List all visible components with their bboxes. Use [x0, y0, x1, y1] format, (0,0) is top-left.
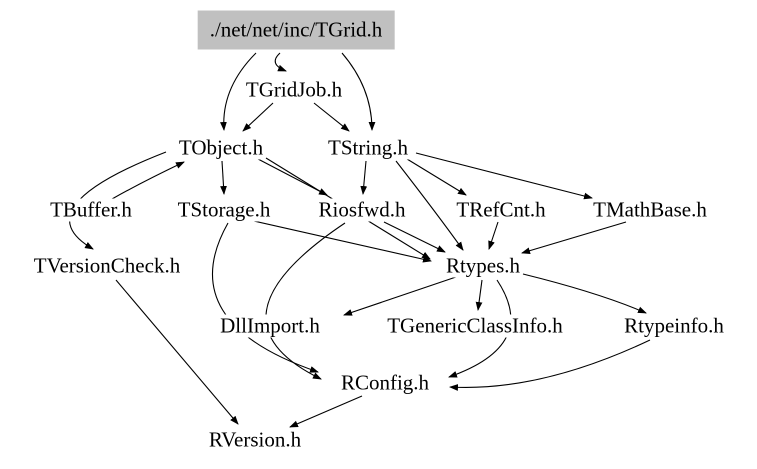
- edge-TString-Rtypes: [395, 160, 464, 251]
- edge-TVersionCheck-RVersion: [115, 279, 239, 425]
- edge-TString-Riosfwd: [360, 160, 368, 195]
- edge-Rtypeinfo-RConfig: [449, 339, 651, 391]
- edge-TMathBase-Rtypes: [521, 221, 627, 254]
- edge-TStorage-Rtypes: [253, 220, 432, 263]
- edge-Rtypes-Rtypeinfo: [522, 273, 647, 314]
- node-Rtypes[interactable]: Rtypes.h: [443, 253, 523, 278]
- edge-TGridJob-TString: [313, 102, 350, 132]
- node-DllImport[interactable]: DllImport.h: [218, 313, 322, 338]
- edge-TString-TRefCnt: [406, 158, 467, 196]
- edge-RConfig-RVersion: [289, 395, 363, 428]
- edge-TObject-TStorage: [220, 160, 227, 195]
- edge-TStorage-RConfig: [212, 222, 319, 373]
- edge-Riosfwd-Rtypes: [383, 221, 446, 253]
- edge-TRefCnt-Rtypes: [488, 221, 499, 250]
- node-TObject[interactable]: TObject.h: [176, 135, 266, 160]
- edge-TGrid-TGridJob: [274, 52, 287, 72]
- edge-TGrid-TObject: [220, 52, 257, 131]
- node-RVersion[interactable]: RVersion.h: [206, 427, 304, 452]
- node-TGridJob[interactable]: TGridJob.h: [243, 77, 345, 102]
- edge-TBuffer-TObject: [111, 161, 185, 200]
- node-Rtypeinfo[interactable]: Rtypeinfo.h: [622, 313, 726, 338]
- node-Riosfwd[interactable]: Riosfwd.h: [316, 197, 408, 222]
- edge-Rtypes-DllImport: [343, 276, 457, 316]
- edge-Rtypes-TGenericClassInfo: [475, 279, 483, 311]
- node-TGenericClassInfo[interactable]: TGenericClassInfo.h: [385, 313, 565, 338]
- node-TGrid[interactable]: ./net/net/inc/TGrid.h: [197, 10, 395, 50]
- node-TBuffer[interactable]: TBuffer.h: [48, 197, 134, 222]
- edge-TGrid-TString: [341, 52, 376, 131]
- node-TStorage[interactable]: TStorage.h: [175, 197, 273, 222]
- edges-group: [69, 52, 651, 428]
- edge-TGridJob-TObject: [242, 102, 274, 132]
- edge-TString-TMathBase: [415, 152, 593, 200]
- node-RConfig[interactable]: RConfig.h: [338, 370, 432, 395]
- node-TVersionCheck[interactable]: TVersionCheck.h: [31, 253, 183, 278]
- node-TMathBase[interactable]: TMathBase.h: [591, 197, 709, 222]
- node-TRefCnt[interactable]: TRefCnt.h: [454, 197, 548, 222]
- node-TString[interactable]: TString.h: [326, 135, 410, 160]
